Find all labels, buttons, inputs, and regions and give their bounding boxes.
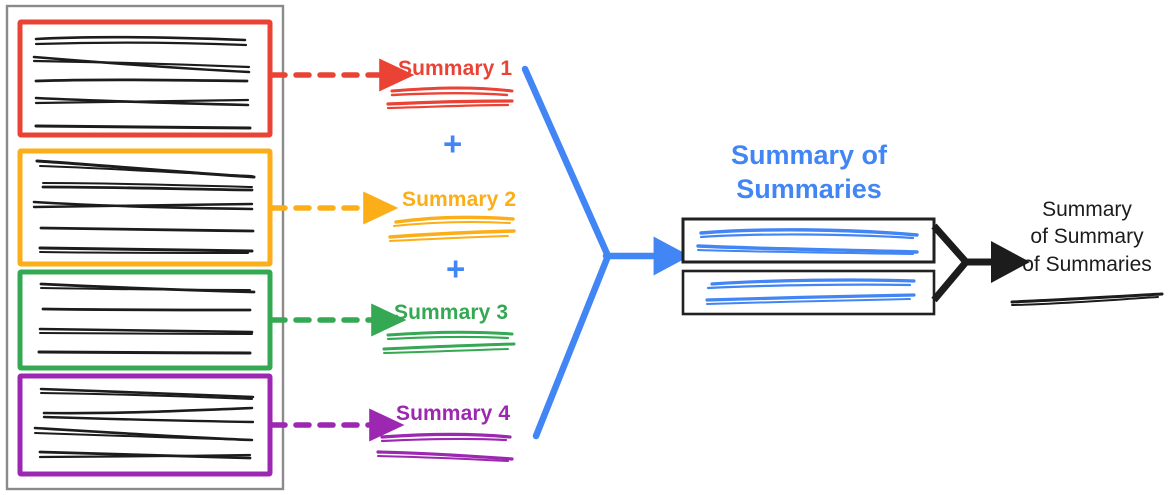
summary-3-label: Summary 3 <box>394 301 509 324</box>
summary-2-lines <box>388 215 516 242</box>
blue-merge-arrow <box>521 65 690 440</box>
summary-1-lines <box>386 86 514 110</box>
document-chunk-4[interactable] <box>17 373 273 477</box>
summary-3-lines <box>382 330 516 354</box>
chunk-4-text-lines <box>33 387 255 460</box>
document-chunk-2[interactable] <box>17 148 273 267</box>
final-title-line-2: of Summary <box>1030 225 1144 249</box>
summary-of-summaries-title: Summary of Summaries <box>684 139 934 207</box>
plus-operator-2: + <box>446 250 466 287</box>
summary-4-label: Summary 4 <box>396 402 511 425</box>
chunk-3-text-lines <box>37 282 256 355</box>
summary-4-lines <box>376 432 514 462</box>
plus-operator-1: + <box>443 125 463 162</box>
document-corpus-container <box>5 4 285 491</box>
final-title-line-1: Summary <box>1042 198 1132 221</box>
sos-box-2[interactable] <box>681 269 936 316</box>
final-title-line-3: of Summaries <box>1022 252 1152 276</box>
chunk-1-text-lines <box>32 35 252 130</box>
document-chunk-1[interactable] <box>17 19 273 138</box>
chunk-2-text-lines <box>32 159 256 254</box>
black-merge-arrow <box>931 223 1031 303</box>
final-output-title: Summary of Summary of Summaries <box>1008 196 1166 278</box>
sos-title-line-2: Summaries <box>736 173 882 204</box>
sos-box-2-lines <box>705 278 916 305</box>
summary-2-label: Summary 2 <box>402 188 517 211</box>
sos-title-line-1: Summary of <box>730 140 888 170</box>
summary-1-label: Summary 1 <box>398 57 513 80</box>
sos-box-1-lines <box>696 228 919 255</box>
final-output-lines <box>1010 292 1164 306</box>
sos-box-1[interactable] <box>681 217 936 264</box>
document-chunk-3[interactable] <box>17 269 273 371</box>
